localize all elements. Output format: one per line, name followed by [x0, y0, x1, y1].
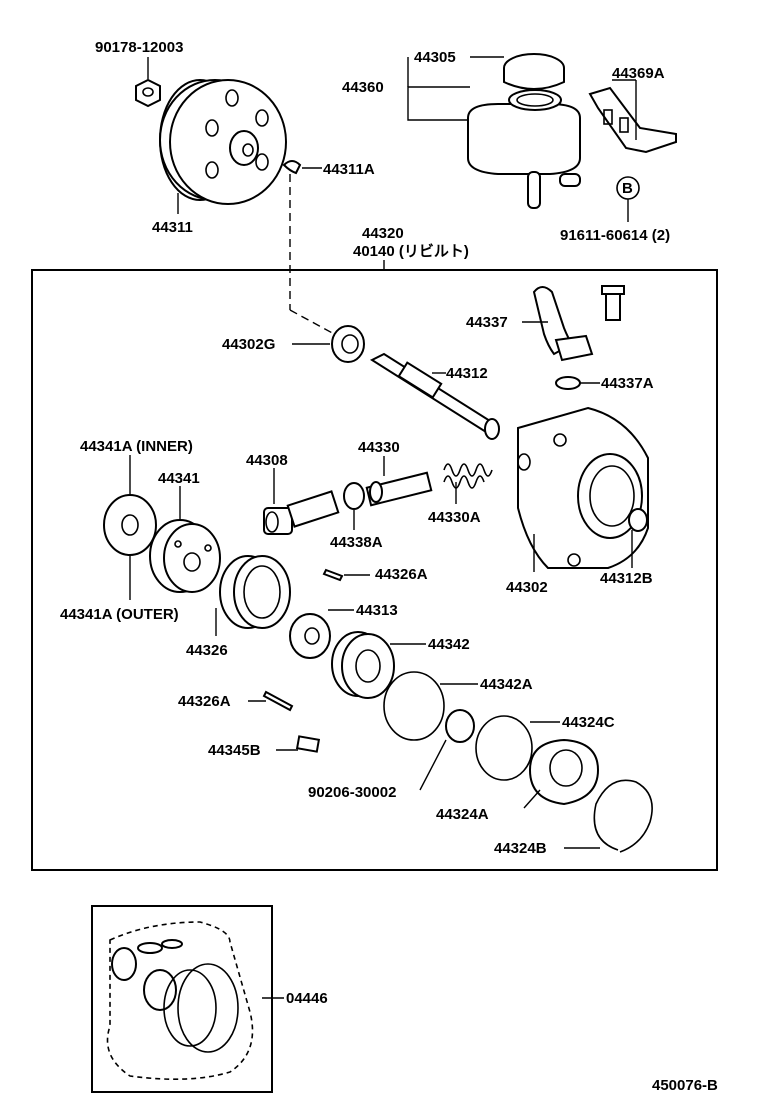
oring-rear-part — [383, 671, 445, 741]
shaft-part — [369, 352, 501, 440]
cam-ring-part — [219, 555, 291, 629]
label-snap-cover: 44324B — [494, 840, 547, 857]
snap-ring-part — [445, 709, 475, 743]
pulley-part — [159, 79, 287, 205]
label-key: 44311A — [323, 161, 375, 178]
label-bearing: 44302G — [222, 336, 275, 353]
label-rear-cover: 44324A — [436, 806, 489, 823]
label-oring-cover: 44324C — [562, 714, 615, 731]
snap-cover-part — [593, 779, 653, 853]
oring-valve-part — [343, 482, 365, 510]
label-side-plate: 44341 — [158, 470, 200, 487]
label-pulley: 44311 — [152, 219, 193, 236]
label-oring-union: 44337A — [601, 375, 654, 392]
label-outer-plate: 44341A (OUTER) — [60, 606, 179, 623]
oring-cover-part — [475, 715, 533, 781]
rear-plate-part — [331, 631, 395, 699]
label-cap: 44305 — [414, 49, 456, 66]
label-shaft: 44312 — [446, 365, 488, 382]
flow-control-valve-part — [263, 490, 340, 535]
label-reservoir: 44360 — [342, 79, 384, 96]
label-oring-rear: 44342A — [480, 676, 533, 693]
label-rear-plate: 44342 — [428, 636, 470, 653]
figure-code: 450076-B — [652, 1077, 718, 1094]
bracket-part — [588, 86, 677, 154]
label-assembly-1: 44320 — [362, 225, 404, 242]
nut-part — [135, 78, 161, 108]
label-bolt-top: 90178-12003 — [95, 39, 183, 56]
pin-lower-part — [262, 690, 294, 712]
label-union: 44337 — [466, 314, 508, 331]
kit-parts-sketch — [106, 921, 254, 1080]
label-pin-upper: 44326A — [375, 566, 428, 583]
label-housing: 44302 — [506, 579, 548, 596]
label-relief: 44330 — [358, 439, 400, 456]
label-cam-ring: 44326 — [186, 642, 228, 659]
reservoir-cap-part — [503, 53, 565, 90]
inner-plate-part — [103, 494, 157, 556]
oring-union-part — [555, 376, 581, 390]
oil-seal-part — [628, 508, 648, 532]
label-seal: 44312B — [600, 570, 653, 587]
label-kit: 04446 — [286, 990, 328, 1007]
key-part — [282, 160, 302, 175]
label-bolt-b: 91611-60614 (2) — [560, 227, 670, 244]
b-marker-label: B — [622, 180, 633, 197]
label-valve: 44308 — [246, 452, 288, 469]
label-spring: 44330A — [428, 509, 481, 526]
label-pin-lower: 44326A — [178, 693, 231, 710]
label-rotor: 44313 — [356, 602, 398, 619]
label-snap: 90206-30002 — [308, 784, 396, 801]
pin-upper-part — [322, 568, 344, 582]
rear-cover-part — [528, 738, 600, 806]
label-bracket: 44369A — [612, 65, 665, 82]
label-vane: 44345B — [208, 742, 261, 759]
rotor-part — [289, 613, 331, 659]
pump-housing-part — [517, 406, 649, 569]
union-fitting-part — [532, 285, 625, 362]
reservoir-part — [467, 89, 581, 209]
side-plate-part — [149, 519, 221, 593]
kit-frame — [91, 905, 273, 1093]
spring-part — [443, 463, 493, 489]
label-inner-plate: 44341A (INNER) — [80, 438, 193, 455]
relief-valve-part — [365, 471, 433, 507]
label-oring-valve: 44338A — [330, 534, 383, 551]
label-assembly-2: 40140 (リビルト) — [353, 243, 469, 260]
bearing-part — [331, 325, 365, 363]
vane-part — [295, 735, 321, 753]
assembly-frame — [31, 269, 718, 871]
